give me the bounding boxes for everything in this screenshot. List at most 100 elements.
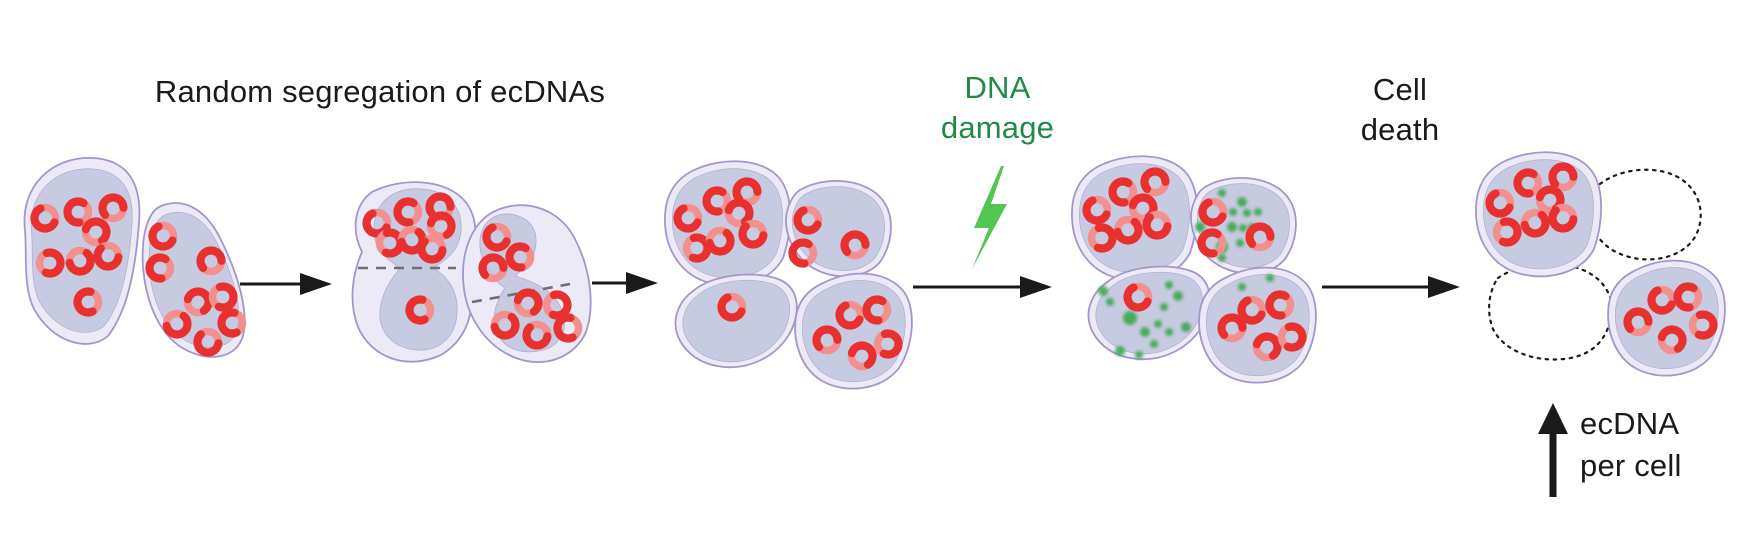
stage-two-parent-cells (23, 157, 247, 358)
ecdna-ring (702, 186, 732, 216)
dna-damage-focus (1227, 222, 1237, 232)
ecdna-ring (35, 248, 65, 278)
daughter-cells-ecdna (673, 177, 903, 371)
ecdna-ring (183, 287, 213, 317)
ecdna-ring (1113, 215, 1143, 245)
ecdna-ring (98, 193, 128, 223)
ecdna-ring (1265, 290, 1295, 320)
ecdna-ring (1485, 188, 1515, 218)
ecdna-ring (1673, 282, 1703, 312)
ecdna-ring (208, 282, 238, 312)
dna-damage-focus (1165, 328, 1173, 336)
dividing-cell-1-ecdna (362, 192, 456, 325)
parent-cell-1-ecdna (30, 193, 128, 317)
ecdna-ring (81, 217, 111, 247)
surviving-cells-ecdna (1485, 162, 1718, 355)
ecdna-per-cell-label: ecDNA per cell (1580, 406, 1682, 483)
ecdna-ring (840, 230, 870, 260)
ecdna-ring (405, 295, 435, 325)
process-arrow-2 (592, 272, 658, 294)
process-arrow-4 (1322, 276, 1460, 298)
ecdna-ring (1647, 285, 1677, 315)
dead-cell-bottom-left-outline (1488, 262, 1613, 361)
ecdna-ring (522, 320, 552, 350)
dna-damage-focus (1115, 346, 1125, 356)
ecdna-ring (145, 253, 175, 283)
ecdna-ring (65, 246, 95, 276)
dna-damage-focus (1238, 283, 1246, 291)
ecdna-ring (1198, 197, 1228, 227)
ecdna-ring (1548, 162, 1578, 192)
ecdna-ring (1128, 193, 1158, 223)
ecdna-ring (1252, 332, 1282, 362)
ecdna-ring (1513, 168, 1543, 198)
title: Random segregation of ecDNAs (154, 74, 606, 109)
dna-damage-focus (1195, 222, 1205, 232)
ecdna-ring (1140, 167, 1170, 197)
damage-foci (1098, 189, 1274, 359)
dna-damage-focus (1098, 286, 1108, 296)
ecdna-ring (1520, 208, 1550, 238)
ecdna-ring (1142, 210, 1172, 240)
stage-after-cell-death (1475, 151, 1726, 377)
damaged-stage-cell-bottom-left (1087, 265, 1211, 361)
dna-damage-focus (1154, 320, 1162, 328)
ecdna-ring (862, 295, 892, 325)
ecdna-ring (835, 300, 865, 330)
ecdna-ring (724, 198, 754, 228)
ecdna-ring (873, 329, 903, 359)
ecdna-ring (847, 341, 877, 371)
ecdna-ring (162, 309, 192, 339)
lightning-bolt-icon (972, 166, 1007, 269)
parent-cell-2-ecdna (145, 221, 247, 357)
ecdna-ring (426, 211, 456, 241)
dna-damage-focus (1237, 197, 1247, 207)
dna-damage-focus (1218, 189, 1226, 197)
parent-cell-2 (141, 202, 247, 358)
ecdna-ring (1237, 295, 1267, 325)
ecdna-ring (505, 242, 535, 272)
ecdna-ring (490, 310, 520, 340)
increase-arrow (1538, 403, 1568, 497)
ecdna-ring (1082, 195, 1112, 225)
dna-damage-focus (1150, 340, 1158, 348)
dna-damage-focus (1106, 298, 1114, 306)
dna-damage-focus (1135, 351, 1143, 359)
ecdna-ring (30, 203, 60, 233)
cell-death-label: Cell death (1360, 72, 1440, 147)
ecdna-ring (1548, 203, 1578, 233)
dividing-cell-2-ecdna (478, 222, 583, 350)
ecdna-ring (63, 197, 93, 227)
ecdna-ring (1623, 307, 1653, 337)
damaged-stage-ecdna (1082, 167, 1307, 362)
parent-cell-1 (23, 157, 141, 345)
ecdna-ring (1657, 325, 1687, 355)
dead-cell-top-right-outline (1589, 168, 1702, 261)
dna-damage-focus (1218, 254, 1226, 262)
ecdna-ring (542, 290, 572, 320)
ecdna-ring (1108, 177, 1138, 207)
ecdna-ring (1123, 282, 1153, 312)
ecdna-ring (1087, 223, 1117, 253)
ecdna-ring (478, 253, 508, 283)
ecdna-ring (553, 313, 583, 343)
dna-damage-focus (1123, 311, 1137, 325)
ecdna-ring (1277, 322, 1307, 352)
dividing-cell-1-cytoplasm-lobes (373, 188, 462, 351)
ecdna-ring (738, 219, 768, 249)
dna-damage-focus (1140, 327, 1150, 337)
ecdna-ring (788, 238, 818, 268)
dna-damage-focus (1266, 274, 1274, 282)
ecdna-ring (1492, 217, 1522, 247)
process-arrow-3 (913, 276, 1052, 298)
stage-after-dna-damage (1071, 155, 1317, 384)
dna-damage-focus (1243, 209, 1251, 217)
ecdna-ring (513, 288, 543, 318)
dna-damage-label: DNA damage (940, 70, 1055, 145)
ecdna-ring (362, 208, 392, 238)
ecdna-ring (1197, 228, 1227, 258)
ecdna-ring (1688, 310, 1718, 340)
ecdna-ring (705, 226, 735, 256)
ecdna-ring (482, 222, 512, 252)
